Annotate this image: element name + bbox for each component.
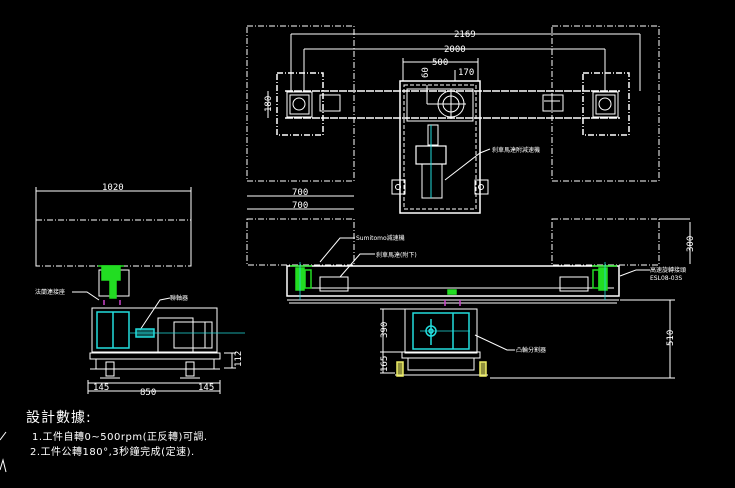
label-coupling: 聯軸器 [170, 294, 188, 302]
dim-145-right: 145 [198, 383, 214, 393]
label-brake-motor: 刹車馬達(附下) [376, 251, 417, 259]
label-sumitomo: Sumitomo減速機 [356, 234, 405, 242]
label-rotary-joint-code: ESL08-03S [650, 275, 682, 282]
notes-title: 設計數據: [26, 410, 92, 426]
dim-145-left: 145 [93, 383, 109, 393]
side-view [35, 187, 236, 394]
motor-note: 刹車馬達附減速機 [492, 146, 540, 154]
dim-500: 500 [432, 58, 448, 68]
dim-2169: 2169 [454, 30, 476, 40]
dim-60: 60 [421, 67, 431, 78]
yellow-leveling-feet [396, 361, 487, 377]
dim-510: 510 [666, 330, 676, 346]
dim-850: 850 [140, 388, 156, 398]
dim-2000: 2000 [444, 45, 466, 55]
label-indexer: 凸輪分割器 [516, 346, 546, 354]
top-view [246, 25, 660, 214]
label-rotary-joint: 高速旋轉接頭 [650, 266, 686, 274]
cyan-indexer-parts [96, 262, 606, 350]
dim-300: 300 [686, 236, 696, 252]
note-item-2: 2.工件公轉180°,3秒鐘完成(定速). [30, 447, 195, 458]
dim-170: 170 [458, 68, 474, 78]
dim-180: 180 [264, 96, 274, 112]
front-view [246, 195, 691, 379]
dim-1020: 1020 [102, 183, 124, 193]
dim-112: 112 [234, 351, 244, 367]
dim-390: 390 [380, 322, 390, 338]
dim-165: 165 [380, 356, 390, 372]
dim-700-a: 700 [292, 188, 308, 198]
green-flange-components [98, 265, 617, 299]
note-item-1: 1.工件自轉0~500rpm(正反轉)可調. [32, 432, 208, 443]
label-flange: 法蘭連接座 [35, 288, 65, 296]
dim-700-b: 700 [292, 201, 308, 211]
magenta-bolts [103, 300, 461, 306]
